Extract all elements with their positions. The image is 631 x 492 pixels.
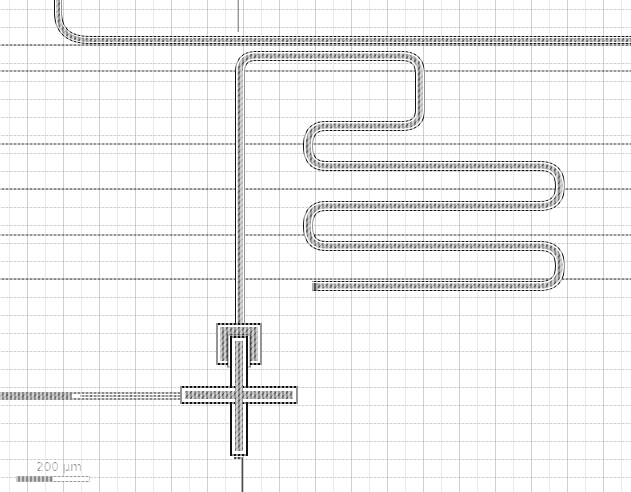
top-feedline xyxy=(54,0,631,44)
guide-lines xyxy=(0,44,631,280)
scale-bar-fill xyxy=(17,477,53,481)
flux-line xyxy=(234,457,243,492)
scale-bar-icon xyxy=(16,476,90,482)
scale-bar: 200 µm xyxy=(14,460,104,484)
qubit-cross xyxy=(180,336,298,456)
scale-bar-label: 200 µm xyxy=(36,460,83,474)
meander-open-end xyxy=(312,283,318,290)
meander-resonator xyxy=(235,51,565,325)
